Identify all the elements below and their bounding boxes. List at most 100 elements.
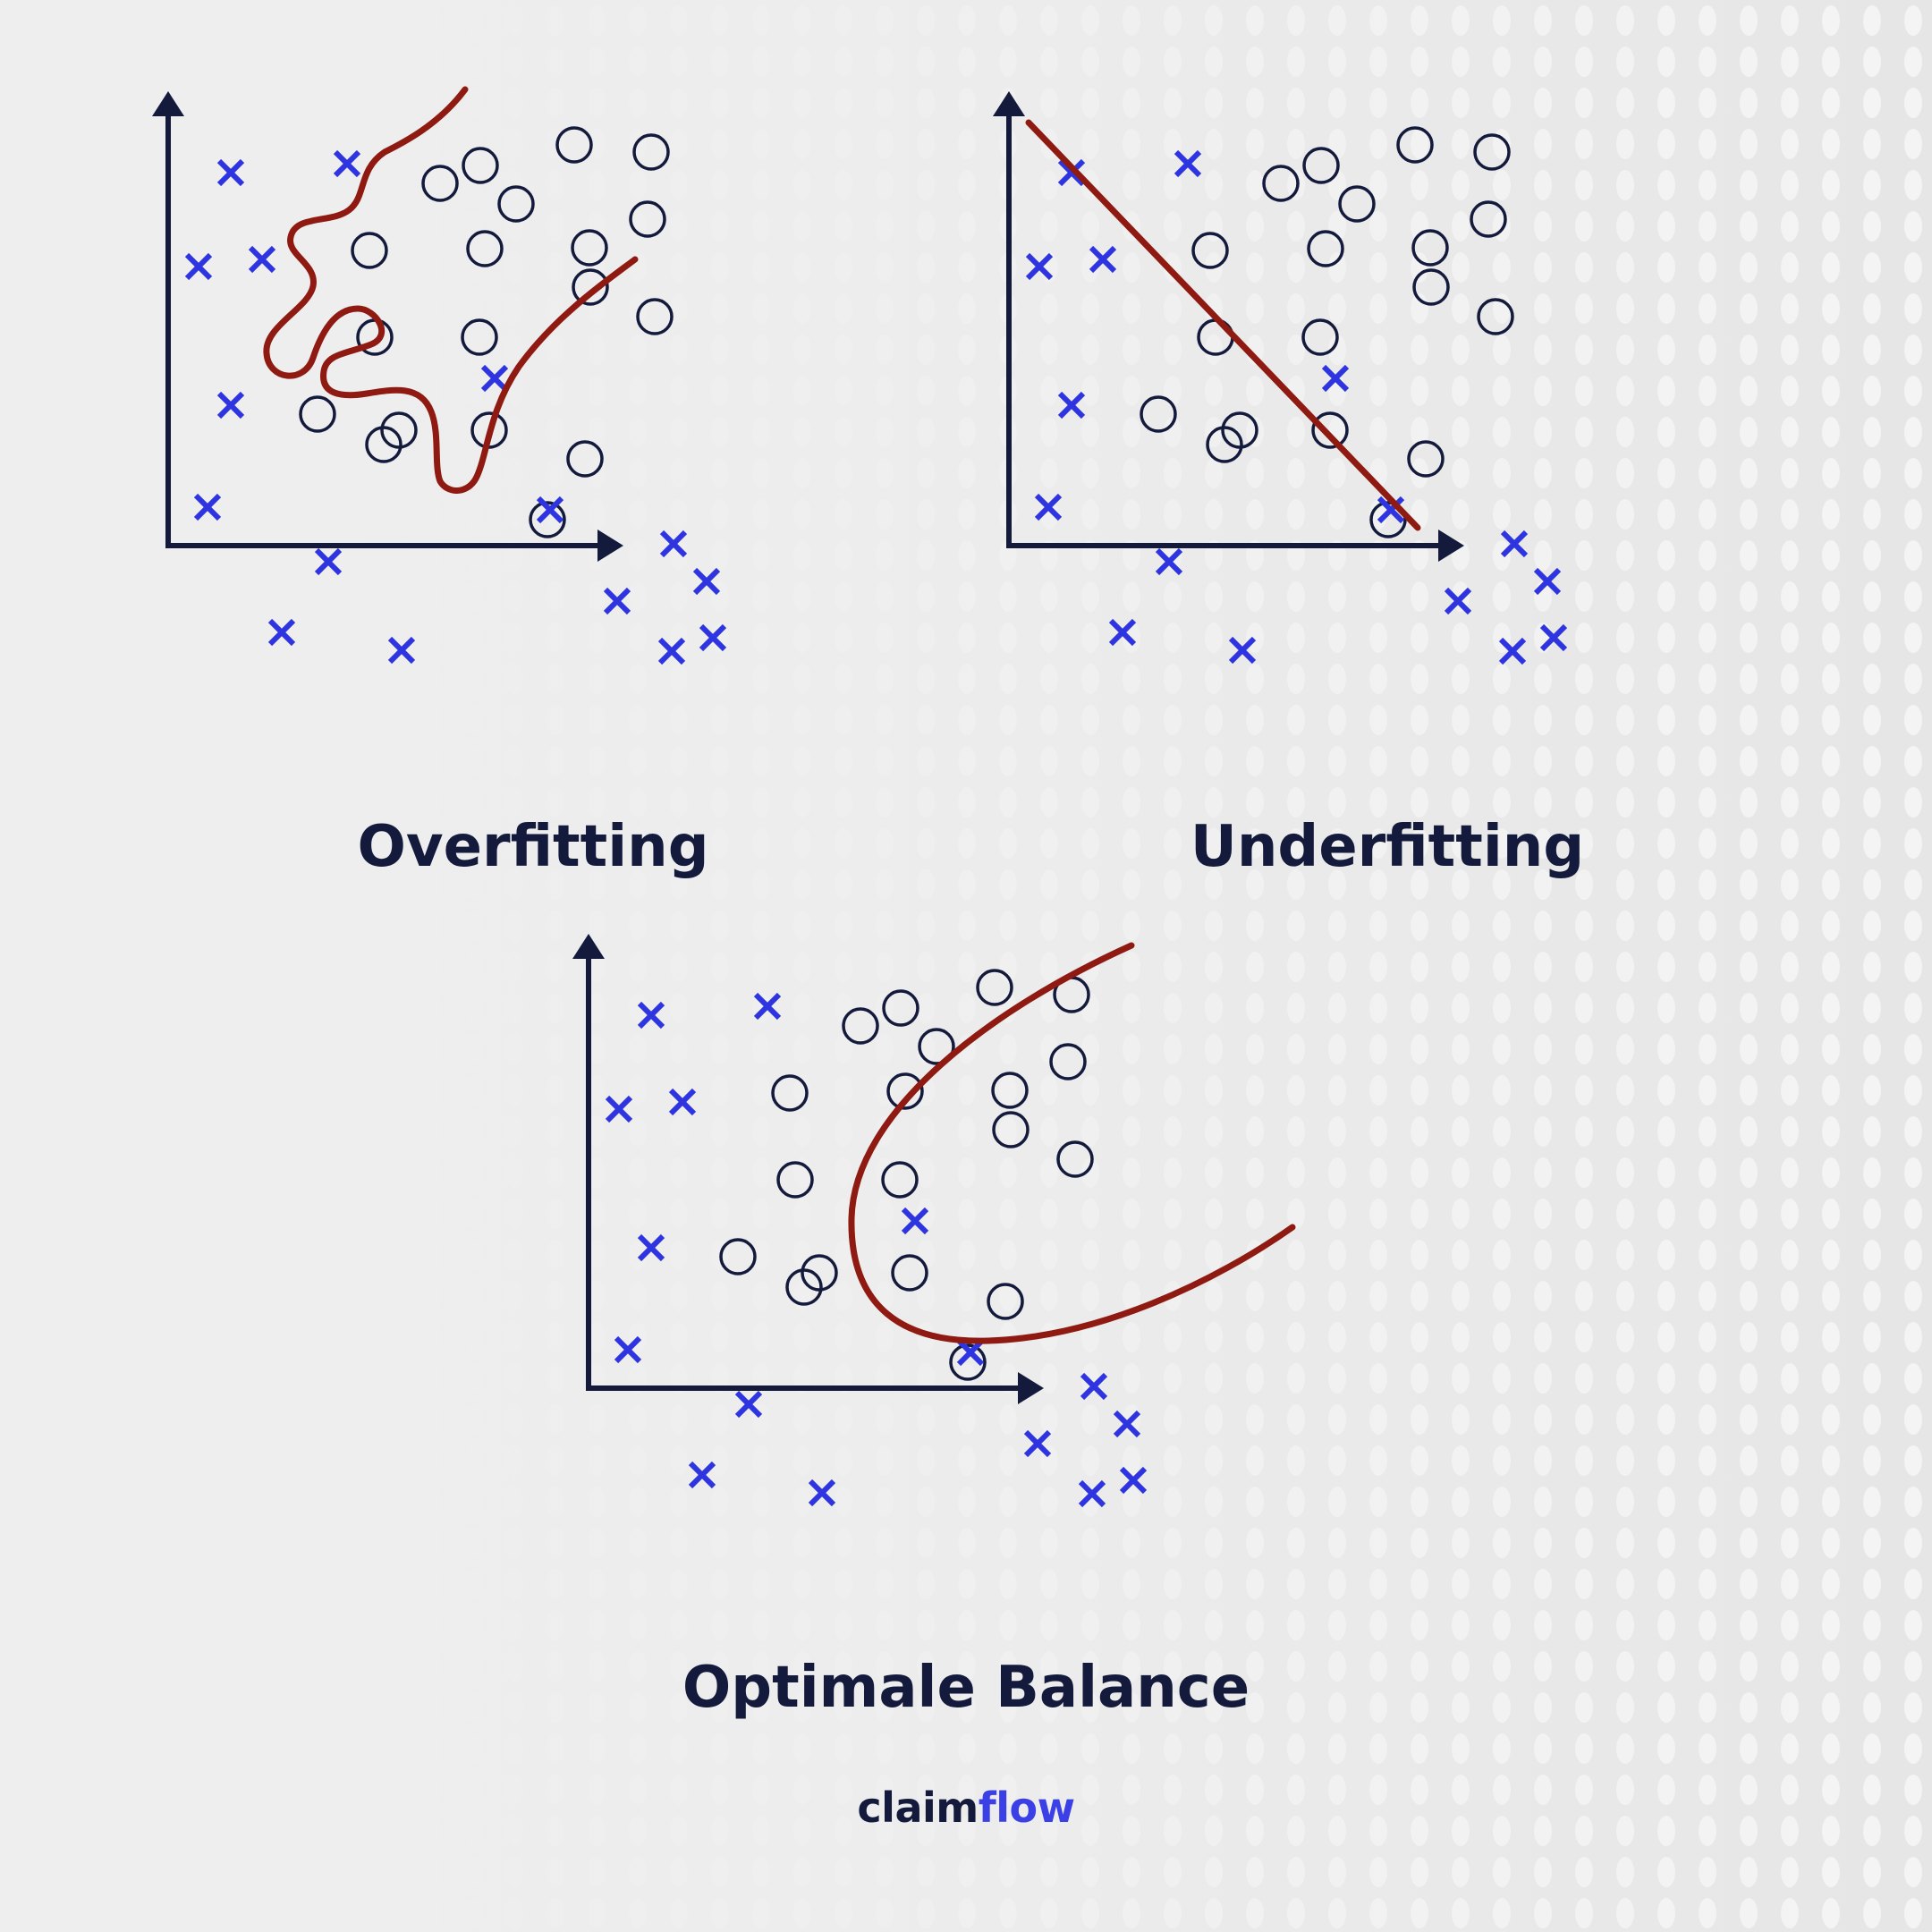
circle-point (1140, 395, 1177, 433)
cross-point (1321, 364, 1350, 393)
circle-point (629, 200, 666, 238)
cross-point (1228, 636, 1257, 665)
circle-point (1302, 147, 1340, 184)
cross-point (314, 547, 343, 576)
y-axis-arrow (572, 934, 605, 959)
cross-point (956, 1338, 985, 1367)
circle-point (566, 440, 604, 478)
circle-point (1221, 411, 1258, 449)
title-underfitting: Underfitting (1190, 814, 1585, 880)
circle-point (466, 230, 504, 267)
cross-point (1034, 493, 1063, 521)
cross-point (637, 1233, 665, 1262)
cross-point (1500, 530, 1529, 558)
cross-point (480, 364, 509, 393)
circle-point (719, 1238, 757, 1275)
cross-point (1155, 547, 1183, 576)
circle-point (571, 229, 608, 267)
circle-point (421, 165, 459, 202)
cross-point (808, 1479, 836, 1507)
circle-point (991, 1072, 1029, 1109)
cross-point (536, 496, 564, 524)
circle-point (881, 1161, 919, 1199)
circle-point (785, 1268, 823, 1306)
circle-point (1262, 165, 1300, 202)
circle-point (949, 1343, 987, 1381)
cross-point (901, 1207, 929, 1235)
circle-point (801, 1254, 838, 1292)
cross-point (1080, 1372, 1108, 1401)
brand-logo-part-claim: claim (857, 1784, 979, 1832)
cross-point (688, 1461, 716, 1489)
circle-point (987, 1283, 1024, 1320)
circle-point (1191, 232, 1229, 269)
cross-point (1057, 158, 1086, 187)
cross-point (605, 1095, 633, 1123)
circle-point (1396, 126, 1434, 164)
circle-point (1477, 298, 1514, 335)
circle-point (1301, 318, 1339, 356)
cross-point (1057, 391, 1086, 419)
cross-point (614, 1335, 642, 1364)
circle-point (891, 1254, 928, 1292)
cross-point (333, 149, 361, 178)
cross-point (657, 637, 686, 665)
circle-point (1473, 133, 1511, 171)
circle-point (1470, 200, 1507, 238)
circle-point (380, 411, 418, 449)
panel-overfitting (152, 86, 727, 665)
cross-point (1113, 1410, 1141, 1438)
cross-point (1444, 587, 1472, 615)
title-overfitting: Overfitting (357, 814, 709, 880)
circle-point (529, 501, 566, 538)
circle-point (1411, 229, 1449, 267)
circle-point (462, 147, 499, 184)
circle-point (1338, 185, 1376, 223)
circle-point (497, 185, 535, 223)
circle-point (365, 426, 402, 463)
brand-logo-part-flow: flow (978, 1784, 1075, 1832)
x-axis-arrow (1018, 1372, 1044, 1404)
circle-point (299, 395, 336, 433)
circle-point (776, 1161, 814, 1199)
circle-point (1307, 230, 1344, 267)
circle-point (771, 1074, 809, 1112)
cross-point (216, 158, 245, 187)
circle-point (886, 1072, 924, 1110)
circle-point (918, 1028, 955, 1065)
decision-boundary (1025, 119, 1421, 531)
circle-point (976, 969, 1013, 1006)
brand-logo: claimflow (857, 1787, 1075, 1828)
circle-point (1311, 411, 1349, 449)
circle-point (1412, 268, 1450, 306)
cross-point (267, 618, 296, 647)
circle-point (842, 1007, 879, 1045)
decision-boundary (848, 942, 1296, 1344)
cross-point (1119, 1466, 1148, 1495)
circle-point (636, 298, 674, 335)
cross-point (637, 1001, 665, 1030)
y-axis-arrow (993, 91, 1025, 116)
circle-point (1049, 1043, 1087, 1080)
x-axis-arrow (597, 530, 623, 562)
cross-point (1025, 252, 1054, 281)
cross-point (692, 567, 721, 596)
cross-point (1498, 637, 1527, 665)
circle-point (992, 1111, 1030, 1148)
circle-point (1056, 1140, 1094, 1178)
cross-point (248, 245, 276, 274)
cross-point (1377, 496, 1405, 524)
cross-point (1539, 623, 1568, 652)
panel-optimal (572, 934, 1296, 1508)
circle-point (555, 126, 593, 164)
circle-point (351, 232, 388, 269)
cross-point (1089, 245, 1117, 274)
circle-point (572, 268, 609, 306)
x-axis-arrow (1438, 530, 1464, 562)
circle-point (632, 133, 670, 171)
cross-point (1533, 567, 1562, 596)
cross-point (1174, 149, 1202, 178)
cross-point (216, 391, 245, 419)
